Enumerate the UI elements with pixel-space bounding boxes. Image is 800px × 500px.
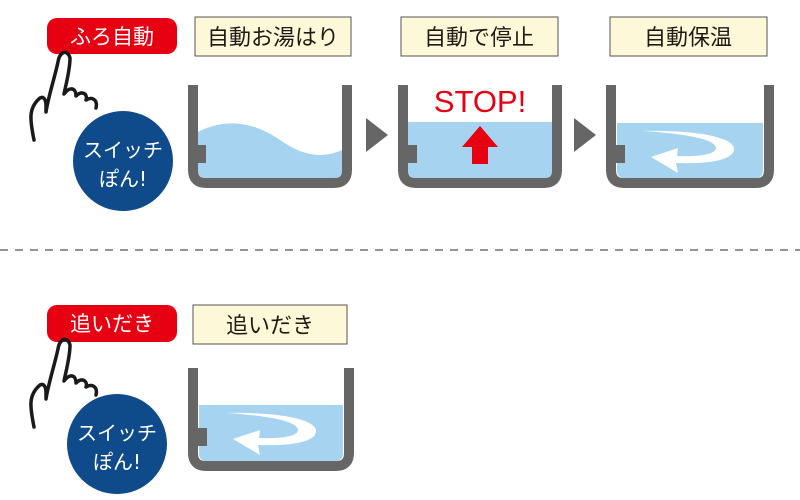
reheat-button-label: 追いだき (70, 312, 154, 336)
circulation-arrow-icon (227, 412, 317, 455)
bathtub-keep-warm (606, 85, 774, 188)
step-auto-stop-label: 自動で停止 (424, 26, 534, 51)
furo-auto-button-label: ふろ自動 (70, 25, 154, 49)
switch-press-badge: スイッチ ぽん! (73, 111, 173, 211)
furo-auto-button[interactable]: ふろ自動 (47, 18, 177, 54)
stop-callout: STOP! (434, 84, 526, 119)
bathtub-filling (188, 85, 352, 188)
step-auto-fill: 自動お湯はり (188, 16, 352, 188)
bathtub-reheat (188, 368, 354, 471)
reheat-button[interactable]: 追いだき (47, 305, 177, 342)
bathtub-full: STOP! (398, 84, 562, 188)
switch-press-badge: スイッチ ぽん! (67, 394, 167, 494)
step-auto-keep-warm: 自動保温 (606, 16, 774, 188)
step-auto-keep-warm-label: 自動保温 (644, 26, 732, 51)
reheat-section: 追いだき スイッチ ぽん! 追いだき (29, 304, 354, 494)
switch-press-line2: ぽん! (99, 167, 147, 191)
circulation-arrow-icon (643, 130, 735, 173)
step-reheat: 追いだき (188, 304, 354, 471)
step-auto-fill-label: 自動お湯はり (207, 26, 339, 51)
next-arrow-icon (574, 118, 596, 152)
up-arrow-icon (462, 126, 498, 164)
next-arrow-icon (366, 118, 388, 152)
switch-press-line1: スイッチ (83, 138, 163, 162)
switch-press-line2: ぽん! (93, 450, 141, 474)
step-auto-stop: 自動で停止 STOP! (398, 16, 562, 188)
furo-auto-section: ふろ自動 スイッチ ぽん! 自動お湯はり 自動で停止 (29, 16, 774, 211)
switch-press-line1: スイッチ (77, 421, 157, 445)
step-reheat-label: 追いだき (226, 314, 314, 339)
